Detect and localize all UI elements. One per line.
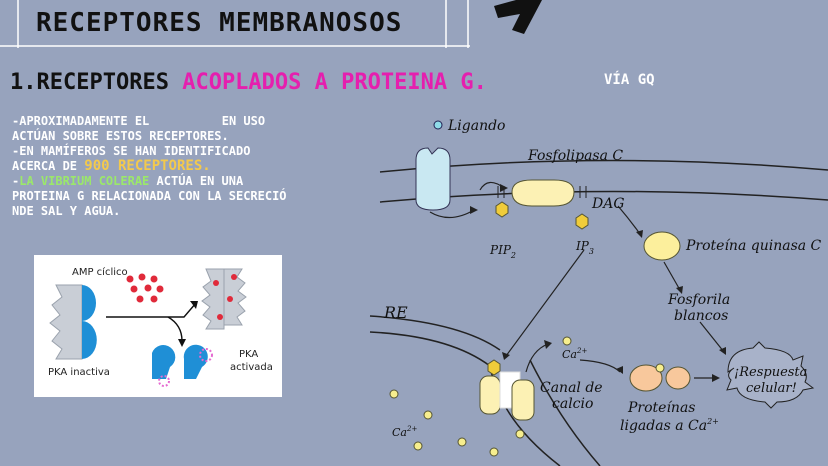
pka-regulatory-shape — [201, 268, 247, 330]
section-heading: 1.RECEPTORES ACOPLADOS A PROTEINA G. — [10, 70, 487, 95]
activation-arrow — [106, 302, 197, 318]
ip3-icon — [575, 213, 589, 230]
phospholipase-shape — [511, 179, 575, 207]
camp-label: AMP cíclico — [72, 266, 128, 278]
ip3-label: IP3 — [575, 239, 594, 256]
bullet-3-line3: NDE SAL Y AGUA. — [12, 204, 121, 218]
channel-label: Canal de — [540, 380, 603, 396]
pkc-shape — [643, 231, 681, 261]
title-frame — [0, 0, 470, 48]
ca-proteins-label-2: ligadas a Ca2+ — [620, 417, 719, 434]
bullet-1-line2: ACTÚAN SOBRE ESTOS RECEPTORES. — [12, 129, 229, 143]
vibrio-highlight: LA VIBRIUM COLERAE — [19, 174, 150, 188]
response-label: ¡Respuesta — [734, 365, 807, 380]
bullet-1-text: -APROXIMADAMENTE EL — [12, 114, 150, 128]
brush-decoration — [494, 0, 542, 34]
ca-binding-protein — [629, 364, 663, 392]
phospholipase-label: Fosfolipasa C — [527, 148, 623, 164]
bullet-3: -LA VIBRIUM COLERAE ACTÚA EN UNA — [12, 174, 244, 188]
er-membrane — [369, 315, 501, 351]
bullet-1-text-2: EN USO — [221, 114, 266, 128]
dag-label: DAG — [591, 196, 625, 212]
bullet-3-line2: PROTEINA G RELACIONADA CON LA SECRECIÓ — [12, 189, 287, 203]
ca-proteins-label: Proteínas — [627, 400, 695, 416]
pka-active-label: PKA — [239, 349, 258, 360]
receptor-shape — [415, 147, 451, 211]
gq-pathway-diagram: Ligando Fosfolipasa C DAG PIP2 IP3 Prote… — [369, 118, 828, 466]
pip2-label: PIP2 — [489, 243, 516, 260]
pathway-label: VÍA GQ — [604, 72, 655, 88]
bullet-list: -APROXIMADAMENTE EL EN USO ACTÚAN SOBRE … — [12, 114, 352, 219]
ligand-icon — [433, 120, 443, 130]
heading-accent: ACOPLADOS A PROTEINA G. — [182, 70, 487, 95]
camp-dots — [126, 273, 164, 303]
er-label: RE — [383, 303, 408, 322]
page-title: RECEPTORES MEMBRANOSOS — [36, 8, 403, 38]
bullet-2: -EN MAMÍFEROS SE HAN IDENTIFICADO — [12, 144, 251, 158]
receptor-count: 900 RECEPTORES. — [84, 158, 211, 174]
pip2-icon — [495, 201, 509, 218]
pka-illustration: AMP cíclico PKA inactiva PKA activada — [48, 266, 273, 387]
bullet-2-line2: ACERCA DE 900 RECEPTORES. — [12, 158, 211, 174]
heading-prefix: 1.RECEPTORES — [10, 70, 169, 95]
phosphorylation-label: Fosforila — [667, 292, 730, 308]
pka-catalytic-shape — [152, 344, 213, 387]
pkc-label: Proteína quinasa C — [685, 238, 822, 254]
response-label-2: celular! — [746, 381, 797, 396]
bullet-1: -APROXIMADAMENTE EL EN USO — [12, 114, 352, 129]
pka-diagram: AMP cíclico PKA inactiva PKA activada — [34, 255, 282, 397]
calcium-top-label: Ca2+ — [562, 347, 587, 361]
ligand-label: Ligando — [447, 118, 506, 134]
phosphorylation-label-2: blancos — [674, 308, 728, 324]
pka-inactive-shape — [49, 284, 97, 360]
calcium-ions — [389, 336, 572, 457]
pka-inactive-label: PKA inactiva — [48, 367, 110, 378]
channel-label-2: calcio — [552, 396, 593, 412]
calcium-channel — [479, 359, 535, 421]
response-bubble — [726, 341, 815, 409]
pka-active-label-2: activada — [230, 362, 273, 373]
calcium-bottom-label: Ca2+ — [392, 425, 417, 439]
